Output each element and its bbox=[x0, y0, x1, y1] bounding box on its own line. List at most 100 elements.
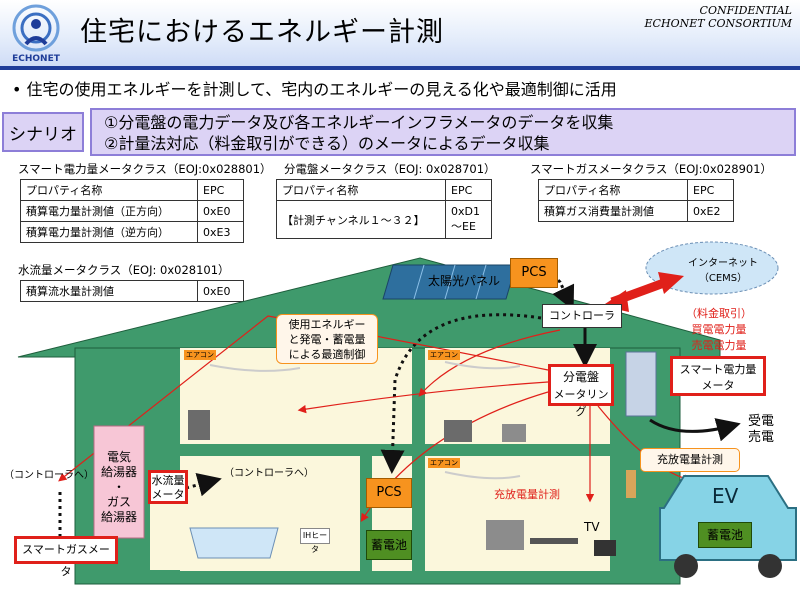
smart-meter-box: スマート電力量 メータ bbox=[670, 356, 766, 396]
table-cell: 【計測チャンネル１～３２】 bbox=[276, 200, 446, 239]
desk-icon bbox=[188, 410, 210, 440]
panel-line-1: 分電盤 bbox=[562, 370, 599, 384]
table-cell: 積算流水量計測値 bbox=[20, 280, 198, 302]
table-cell: 0xE2 bbox=[687, 200, 734, 222]
desk-icon bbox=[444, 420, 472, 442]
ev-car-icon bbox=[659, 475, 797, 561]
panel-line-2: メータリング bbox=[553, 388, 609, 418]
room-upper-left bbox=[180, 348, 412, 444]
scenario-line-2: ②計量法対応（料金取引ができる）のメータによるデータ収集 bbox=[104, 134, 550, 153]
tv-icon bbox=[594, 540, 616, 556]
ih-heater-box: IHヒータ bbox=[300, 528, 330, 554]
red-signal-arrow bbox=[418, 329, 561, 397]
heater-line: ガス bbox=[106, 495, 131, 509]
controller-box: コントローラ bbox=[542, 304, 622, 328]
fee-line-1: （料金取引） bbox=[686, 307, 752, 320]
receive-label: 受電 bbox=[748, 414, 775, 429]
distribution-panel-box: 分電盤 メータリング bbox=[548, 364, 614, 418]
to-controller-right-label: （コントローラへ） bbox=[224, 468, 314, 479]
scenario-label: シナリオ bbox=[2, 112, 84, 152]
gas-meter-box: スマートガスメータ bbox=[14, 536, 118, 578]
heater-line: 給湯器 bbox=[100, 465, 137, 479]
internet-cloud-icon bbox=[645, 241, 779, 295]
grid-link-arrow bbox=[649, 418, 741, 442]
scenario-line-1: ①分電盤の電力データ及び各エネルギーインフラメータのデータを収集 bbox=[104, 113, 614, 132]
solar-panel-grid bbox=[475, 264, 487, 300]
smart-meter-line-2: メータ bbox=[701, 379, 735, 392]
aircon-tag: エアコン bbox=[184, 350, 216, 360]
controller-pcs-link bbox=[380, 313, 542, 474]
aircon-airflow bbox=[209, 364, 301, 372]
water-meter-line-2: メータ bbox=[151, 488, 185, 501]
internet-label: インターネット （CEMS） bbox=[688, 254, 758, 284]
aircon-airflow bbox=[444, 361, 521, 370]
main-bullet: • 住宅の使用エネルギーを計測して、宅内のエネルギーの見える化や最適制御に活用 bbox=[12, 76, 617, 100]
heater-line: 給湯器 bbox=[100, 510, 137, 524]
fee-line-3: 売電電力量 bbox=[691, 339, 747, 352]
header-rule bbox=[0, 66, 800, 70]
gas-meter-class-title: スマートガスメータクラス（EOJ:0x028901） bbox=[530, 162, 773, 176]
water-meter-line-1: 水流量 bbox=[151, 474, 185, 487]
callout-line-2: と発電・蓄電量 bbox=[288, 333, 366, 346]
page-title: 住宅におけるエネルギー計測 bbox=[80, 17, 444, 48]
echonet-logo: ECHONET bbox=[4, 4, 68, 64]
solar-panel-label: 太陽光パネル bbox=[428, 274, 501, 288]
callout-line-1: 使用エネルギー bbox=[288, 318, 366, 331]
internet-line-1: インターネット bbox=[688, 258, 758, 269]
table-icon bbox=[530, 538, 578, 544]
confidential-notice: CONFIDENTIAL ECHONET CONSORTIUM bbox=[645, 4, 792, 30]
aircon-airflow bbox=[444, 471, 521, 480]
fee-label: （料金取引） 買電電力量 売電電力量 bbox=[686, 305, 752, 353]
heater-line: ・ bbox=[112, 480, 125, 494]
charge-measure-label: 充放電量計測 bbox=[494, 488, 560, 501]
ev-wheel-icon bbox=[674, 554, 698, 578]
pcs-top-box: PCS bbox=[510, 258, 558, 288]
bathtub-icon bbox=[189, 527, 279, 559]
ev-charger-icon bbox=[626, 470, 636, 498]
charge-meter-callout: 充放電量計測 bbox=[640, 448, 740, 472]
logo-text: ECHONET bbox=[12, 54, 61, 64]
callout-line-3: による最適制御 bbox=[288, 348, 366, 361]
fee-line-2: 買電電力量 bbox=[691, 323, 747, 336]
table-cell: 積算電力量計測値（逆方向） bbox=[20, 221, 198, 243]
meter-unit-icon bbox=[625, 351, 657, 417]
control-callout: 使用エネルギー と発電・蓄電量 による最適制御 bbox=[276, 314, 378, 364]
aircon-tag: エアコン bbox=[428, 458, 460, 468]
table-row: 積算電力量計測値（逆方向）0xE3 bbox=[20, 221, 244, 243]
header-bar bbox=[0, 0, 800, 66]
water-heater-icon bbox=[93, 425, 145, 539]
solar-panel-grid bbox=[444, 264, 456, 300]
bullet-dot: • bbox=[12, 80, 27, 99]
confidential-line-1: CONFIDENTIAL bbox=[699, 4, 792, 17]
table-header-cell: プロパティ名称 bbox=[538, 179, 688, 201]
ev-battery-box: 蓄電池 bbox=[698, 522, 752, 548]
table-row: 【計測チャンネル１～３２】0xD1～EE bbox=[276, 200, 492, 239]
heater-line: 電気 bbox=[106, 450, 131, 464]
water-meter-link bbox=[185, 473, 222, 497]
water-meter-box: 水流量 メータ bbox=[148, 470, 188, 504]
table-cell: 積算ガス消費量計測値 bbox=[538, 200, 688, 222]
smart-meter-line-1: スマート電力量 bbox=[679, 363, 757, 376]
water-heater-label: 電気 給湯器 ・ ガス 給湯器 bbox=[96, 450, 142, 525]
to-controller-left-label: （コントローラへ） bbox=[4, 470, 94, 481]
tv-label: TV bbox=[584, 520, 600, 534]
aircon-tag: エアコン bbox=[428, 350, 460, 360]
battery-box: 蓄電池 bbox=[366, 530, 412, 560]
bullet-text: 住宅の使用エネルギーを計測して、宅内のエネルギーの見える化や最適制御に活用 bbox=[26, 80, 617, 99]
sofa-icon bbox=[486, 520, 524, 550]
water-meter-class-title: 水流量メータクラス（EOJ: 0x028101） bbox=[18, 263, 230, 277]
internet-link-arrowhead bbox=[658, 272, 684, 294]
chair-icon bbox=[502, 424, 526, 442]
confidential-line-2: ECHONET CONSORTIUM bbox=[644, 17, 792, 30]
solar-panel-grid bbox=[413, 264, 425, 300]
table-cell: 0xE0 bbox=[197, 280, 244, 302]
distribution-class-title: 分電盤メータクラス（EOJ: 0x028701） bbox=[284, 162, 496, 176]
